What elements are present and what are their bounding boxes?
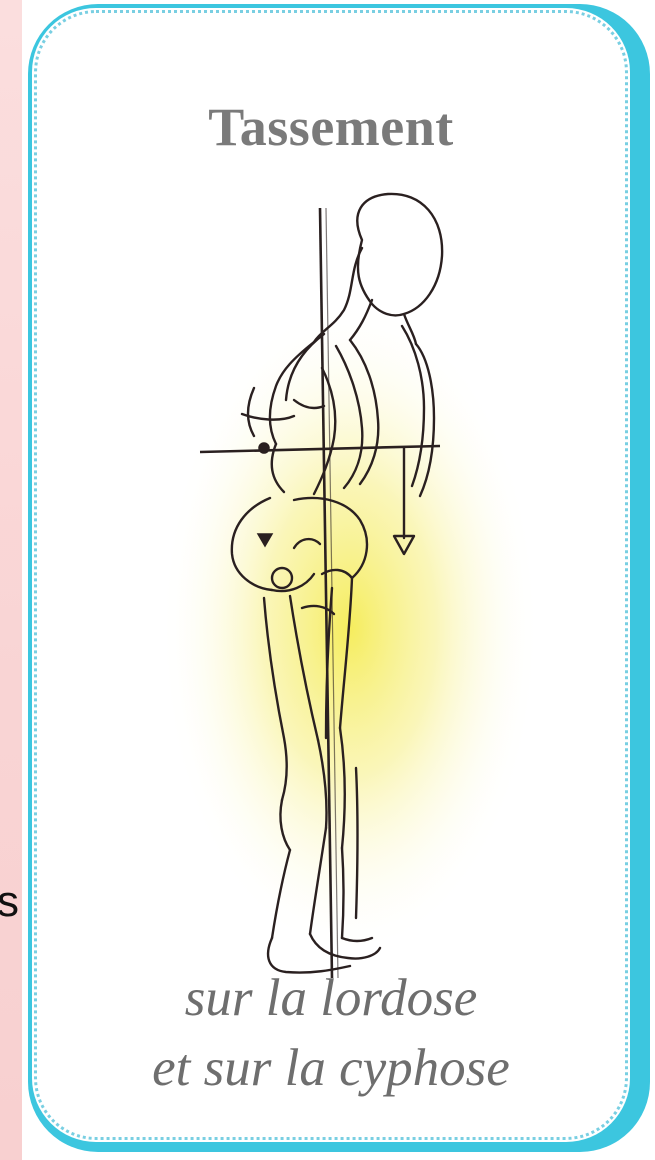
illustration-card: Tassement <box>32 8 630 1142</box>
left-background-strip <box>0 0 22 1160</box>
caption-line-1: sur la lordose <box>32 968 630 1028</box>
caption-line-2: et sur la cyphose <box>32 1038 630 1098</box>
cut-off-letter: s <box>0 880 19 924</box>
